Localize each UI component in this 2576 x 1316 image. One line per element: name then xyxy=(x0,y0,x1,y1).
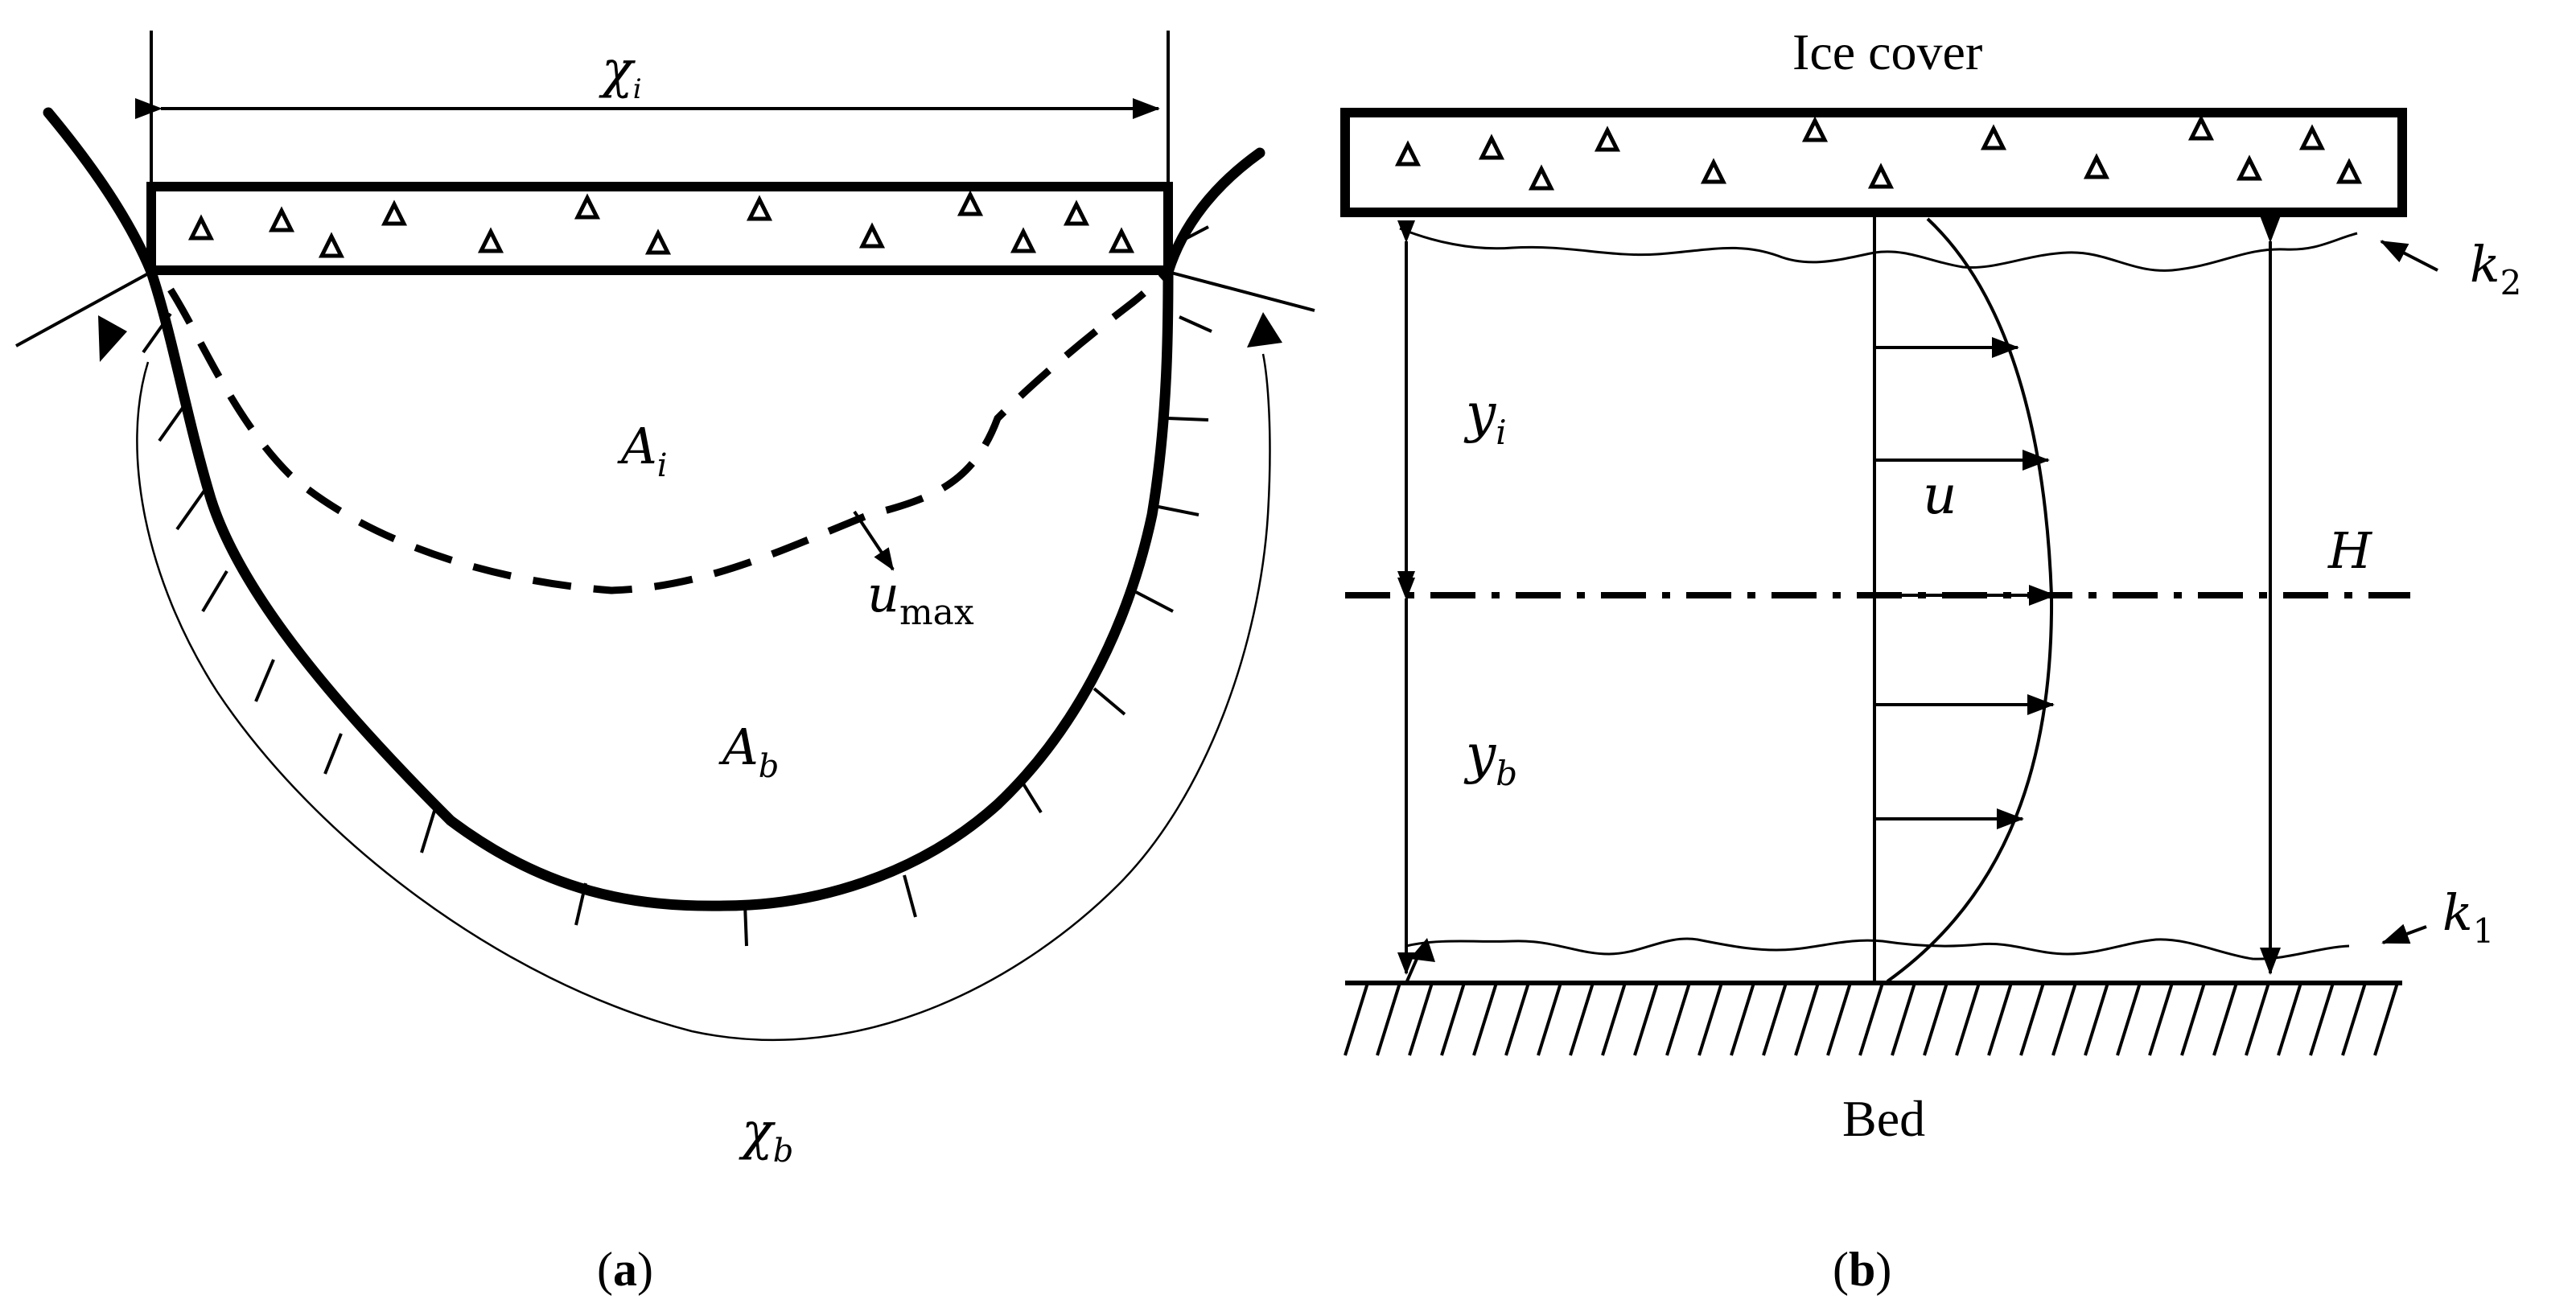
k-1-label: k1 xyxy=(2442,883,2494,951)
velocity-profile-curve xyxy=(1886,217,2054,983)
velocity-arrows xyxy=(1874,337,2056,829)
max-velocity-line xyxy=(167,269,1171,594)
bed-hatch-line xyxy=(1504,982,1530,1056)
bed-hatch-line xyxy=(2019,982,2045,1056)
channel-bed-a xyxy=(43,107,1265,911)
chi-b-arc xyxy=(136,353,1271,1042)
bed-hatch-line xyxy=(2212,982,2238,1056)
chi-b-label: χb xyxy=(739,1102,793,1170)
bed-hatch-line xyxy=(2180,982,2206,1056)
bed-hatch-line xyxy=(2309,982,2335,1056)
u-max-label: umax xyxy=(867,565,974,633)
bed-hatch-line xyxy=(1955,982,1981,1056)
caption-b: (b) xyxy=(1833,1243,1891,1296)
bed-hatch-line xyxy=(2051,982,2077,1056)
bed-hatching xyxy=(1344,982,2399,1056)
A-b-label: Ab xyxy=(718,718,779,785)
bed-hatch-line xyxy=(2277,982,2302,1056)
ice-cover-a xyxy=(146,182,1173,275)
A-i-label: Ai xyxy=(617,417,668,484)
ice-roughness-line xyxy=(1399,227,2358,272)
bed-hatch-line xyxy=(1794,982,1820,1056)
bed-hatch-line xyxy=(2084,982,2109,1056)
bed-hatch-line xyxy=(1923,982,1948,1056)
bed-roughness-line xyxy=(1405,937,2350,960)
ice-cover-label: Ice cover xyxy=(1792,23,1982,80)
bed-hatch-line xyxy=(2341,982,2367,1056)
u-label: u xyxy=(1923,464,1957,526)
bed-hatch-line xyxy=(1472,982,1498,1056)
H-label: H xyxy=(2327,521,2373,580)
bed-hatch-line xyxy=(1987,982,2013,1056)
bed-hatch-line xyxy=(2116,982,2142,1056)
k-1-pointer xyxy=(2381,923,2427,944)
bed-hatch-line xyxy=(1891,982,1916,1056)
y-b-foot-arrow xyxy=(1409,938,1435,962)
bed-hatch-line xyxy=(1601,982,1627,1056)
bed-hatch-line xyxy=(2148,982,2174,1056)
k-2-label: k2 xyxy=(2470,235,2521,302)
chi-b-arrow-right xyxy=(1247,312,1282,348)
bed-hatch-line xyxy=(1376,982,1401,1056)
panel-a: χi xyxy=(15,31,1315,1296)
bed-hatch-line xyxy=(1826,982,1852,1056)
bed-hatch-line xyxy=(1697,982,1723,1056)
bank-hatching-a xyxy=(15,225,1315,947)
panel-b: Ice cover Bed xyxy=(1340,23,2521,1296)
ice-crystals-a xyxy=(187,190,1135,258)
bed-hatch-line xyxy=(1440,982,1466,1056)
bed-hatch-line xyxy=(2373,982,2399,1056)
y-b-label: yb xyxy=(1463,723,1517,793)
bed-hatch-line xyxy=(1730,982,1755,1056)
bed-hatch-line xyxy=(1858,982,1884,1056)
bed-hatch-line xyxy=(1537,982,1562,1056)
y-i-label: yi xyxy=(1463,382,1507,452)
bed-label: Bed xyxy=(1842,1090,1925,1147)
ice-crystals-b xyxy=(1394,114,2363,191)
bed-hatch-line xyxy=(1633,982,1659,1056)
bed-hatch-line xyxy=(1762,982,1788,1056)
bed-hatch-line xyxy=(2245,982,2270,1056)
bed-hatch-line xyxy=(1665,982,1691,1056)
u-max-arrow xyxy=(853,510,895,571)
chi-i-label: χi xyxy=(599,40,642,105)
bed-hatch-line xyxy=(1408,982,1434,1056)
k-2-pointer xyxy=(2380,240,2438,272)
bed-hatch-line xyxy=(1569,982,1595,1056)
chi-b-arrow-left xyxy=(98,315,127,362)
bed-hatch-line xyxy=(1344,982,1369,1056)
ice-cover-b xyxy=(1340,108,2407,217)
caption-a: (a) xyxy=(597,1243,653,1296)
